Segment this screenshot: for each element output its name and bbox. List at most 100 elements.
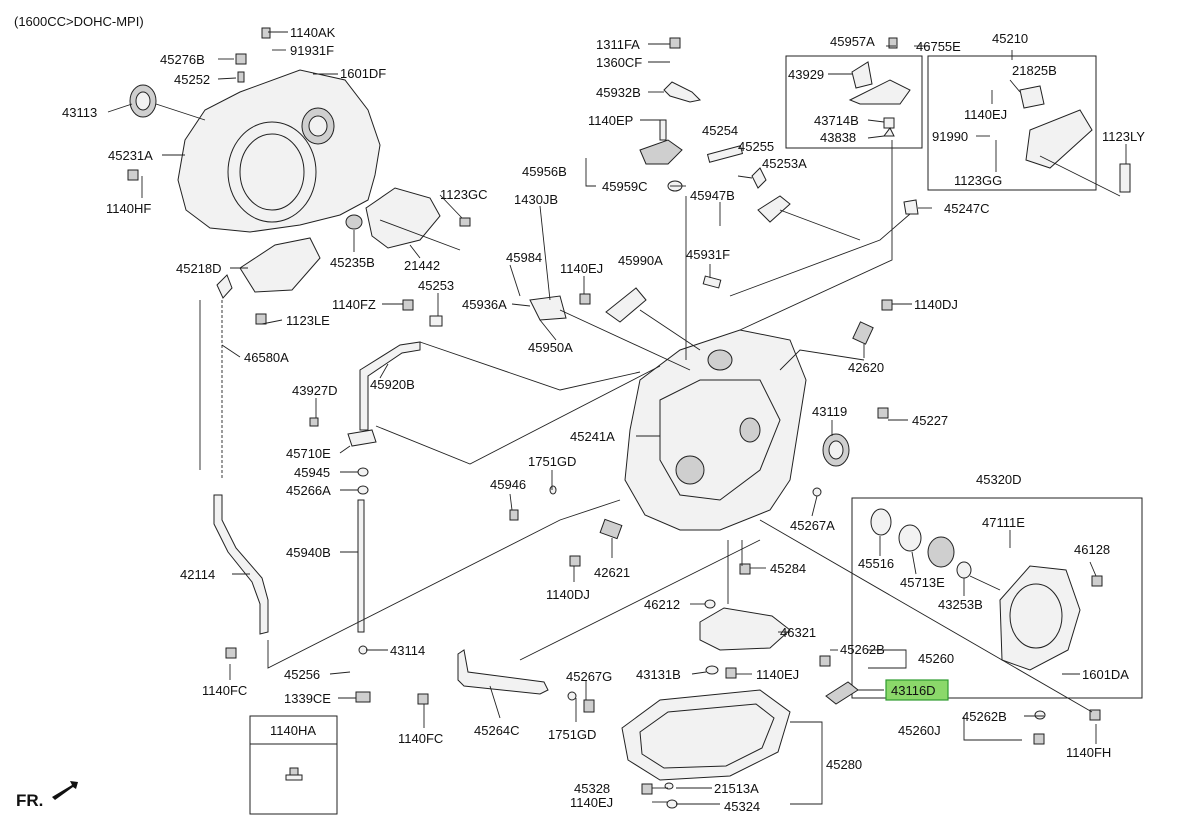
- bracket-45218D: [239, 237, 321, 293]
- part-label-1339CE: 1339CE: [284, 691, 331, 706]
- front-arrow-icon: [52, 781, 78, 800]
- part-label-45262B-b: 45262B: [962, 709, 1007, 724]
- part-label-45218D: 45218D: [176, 261, 222, 276]
- inset-bolt-icon: [285, 767, 303, 781]
- part-label-45990A: 45990A: [618, 253, 663, 268]
- part-label-43131B: 43131B: [636, 667, 681, 682]
- part-label-1140EJ-b: 1140EJ: [964, 107, 1007, 122]
- lever-45253A: [757, 195, 791, 223]
- shaft-45940B: [357, 499, 365, 633]
- part-label-45255: 45255: [738, 139, 774, 154]
- part-label-43929: 43929: [788, 67, 824, 82]
- tube-45264C: [457, 649, 549, 695]
- part-label-45276B: 45276B: [160, 52, 205, 67]
- part-label-43253B: 43253B: [938, 597, 983, 612]
- part-label-1601DA: 1601DA: [1082, 667, 1129, 682]
- lever-43929: [851, 61, 873, 89]
- part-label-1601DF: 1601DF: [340, 66, 386, 81]
- part-label-1140FZ: 1140FZ: [332, 297, 376, 312]
- leader-lines: [107, 31, 1127, 805]
- pin-45931F: [702, 275, 722, 289]
- group-box-45320D: [851, 497, 1143, 699]
- part-label-1140AK: 1140AK: [290, 25, 336, 40]
- fasteners: [127, 27, 1103, 809]
- part-label-1140FH: 1140FH: [1066, 745, 1111, 760]
- part-label-45324: 45324: [724, 799, 760, 814]
- part-label-1140FC-a: 1140FC: [202, 683, 247, 698]
- part-label-45516: 45516: [858, 556, 894, 571]
- part-label-1751GD-b: 1751GD: [548, 727, 596, 742]
- part-label-45231A: 45231A: [108, 148, 153, 163]
- valve-body-46321: [699, 607, 791, 651]
- oil-seal-43119: [822, 433, 850, 467]
- part-label-46321: 46321: [780, 625, 816, 640]
- part-label-46755E: 46755E: [916, 39, 961, 54]
- dipstick-46580A: [216, 274, 233, 480]
- mount-45210: [1025, 109, 1093, 169]
- part-label-45957A: 45957A: [830, 34, 875, 49]
- part-label-1123GC: 1123GC: [440, 187, 487, 202]
- bracket-45956B: [585, 158, 596, 187]
- bracket-45936A: [529, 295, 567, 321]
- part-label-1123LE: 1123LE: [286, 313, 330, 328]
- engine-note: (1600CC>DOHC-MPI): [14, 14, 144, 29]
- bracket-45260J: [963, 716, 1022, 741]
- sensor-45956B: [639, 119, 683, 165]
- part-label-1140EP: 1140EP: [588, 113, 633, 128]
- part-label-45280: 45280: [826, 757, 862, 772]
- bolt-1123LY: [1119, 163, 1131, 193]
- spring-45255: [751, 167, 767, 189]
- part-label-91990: 91990: [932, 129, 968, 144]
- part-label-45931F: 45931F: [686, 247, 730, 262]
- part-label-45713E: 45713E: [900, 575, 945, 590]
- gear-43253B-assy: [927, 536, 955, 568]
- part-label-45253A: 45253A: [762, 156, 807, 171]
- bracket-21825B: [1019, 85, 1045, 109]
- part-label-45940B: 45940B: [286, 545, 331, 560]
- highlight-box: [885, 679, 949, 701]
- part-label-43119: 43119: [812, 404, 847, 419]
- part-label-45241A: 45241A: [570, 429, 615, 444]
- cover-1601DA: [999, 565, 1081, 671]
- part-label-21825B: 21825B: [1012, 63, 1057, 78]
- part-label-43114: 43114: [390, 643, 425, 658]
- inset-title: 1140HA: [270, 723, 316, 738]
- speed-sensor-42620: [852, 321, 874, 345]
- solenoid-43116D: [825, 681, 859, 705]
- part-label-1140DJ-b: 1140DJ: [914, 297, 958, 312]
- part-label-45320D: 45320D: [976, 472, 1022, 487]
- inset-box: [249, 715, 338, 815]
- part-label-45264C: 45264C: [474, 723, 520, 738]
- part-label-45235B: 45235B: [330, 255, 375, 270]
- part-label-45959C: 45959C: [602, 179, 648, 194]
- part-label-42114: 42114: [180, 567, 215, 582]
- bracket-45247C: [903, 199, 919, 215]
- part-label-45252: 45252: [174, 72, 210, 87]
- part-label-45945: 45945: [294, 465, 330, 480]
- part-label-47111E: 47111E: [982, 515, 1025, 530]
- part-label-1123GG: 1123GG: [954, 173, 1002, 188]
- part-label-45267A: 45267A: [790, 518, 835, 533]
- part-label-45920B: 45920B: [370, 377, 415, 392]
- bracket-45932B: [663, 81, 702, 103]
- part-43714B: [883, 117, 895, 129]
- lever-45710E: [347, 429, 377, 447]
- part-label-45256: 45256: [284, 667, 320, 682]
- part-labels: 1140AK 91931F 45276B 45252 1601DF 43113 …: [62, 25, 1145, 814]
- part-label-45950A: 45950A: [528, 340, 573, 355]
- shaft-45254: [706, 145, 744, 163]
- part-label-1140DJ-a: 1140DJ: [546, 587, 590, 602]
- filler-tube-42114: [213, 494, 269, 635]
- oil-pan-45280: [621, 689, 791, 781]
- part-label-45262B-a: 45262B: [840, 642, 885, 657]
- part-label-91931F: 91931F: [290, 43, 334, 58]
- shaft-45920B: [359, 341, 421, 431]
- bushing-43253B: [956, 561, 972, 579]
- part-label-45210: 45210: [992, 31, 1028, 46]
- part-label-1311FA: 1311FA: [596, 37, 640, 52]
- part-label-42620: 42620: [848, 360, 884, 375]
- part-label-45328: 45328: [574, 781, 610, 796]
- part-label-45284: 45284: [770, 561, 806, 576]
- part-label-45260: 45260: [918, 651, 954, 666]
